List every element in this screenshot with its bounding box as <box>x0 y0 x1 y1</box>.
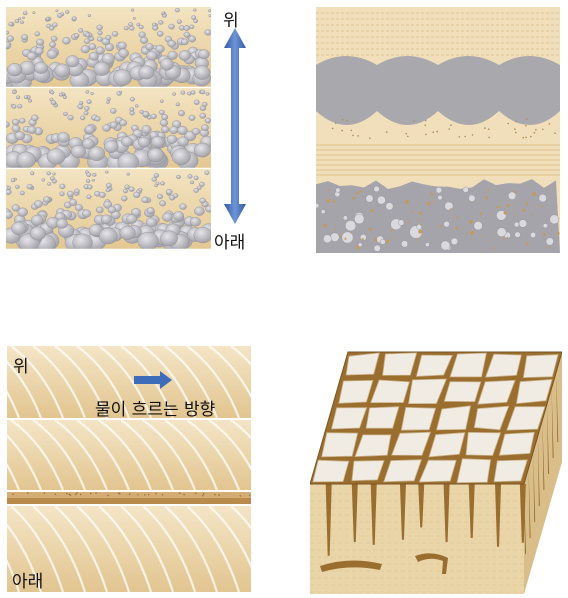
mud-cracks-panel <box>310 344 562 594</box>
cross-bedding-panel <box>7 346 251 592</box>
graded-bedding-panel <box>6 7 211 249</box>
graded-top-label: 위 <box>223 11 239 31</box>
scour-layers-illustration <box>316 7 560 253</box>
flow-direction-label: 물이 흐르는 방향 <box>95 400 216 420</box>
graded-bottom-label: 아래 <box>214 233 246 253</box>
flow-direction-arrow-icon <box>134 371 172 389</box>
graded-bedding-illustration <box>6 7 211 249</box>
cross-top-label: 위 <box>13 357 29 377</box>
scour-layers-panel <box>316 7 560 253</box>
cross-bedding-illustration <box>7 346 251 592</box>
mud-cracks-block-illustration <box>310 351 562 594</box>
cross-bottom-label: 아래 <box>12 572 44 592</box>
up-down-arrow-icon <box>224 28 246 224</box>
